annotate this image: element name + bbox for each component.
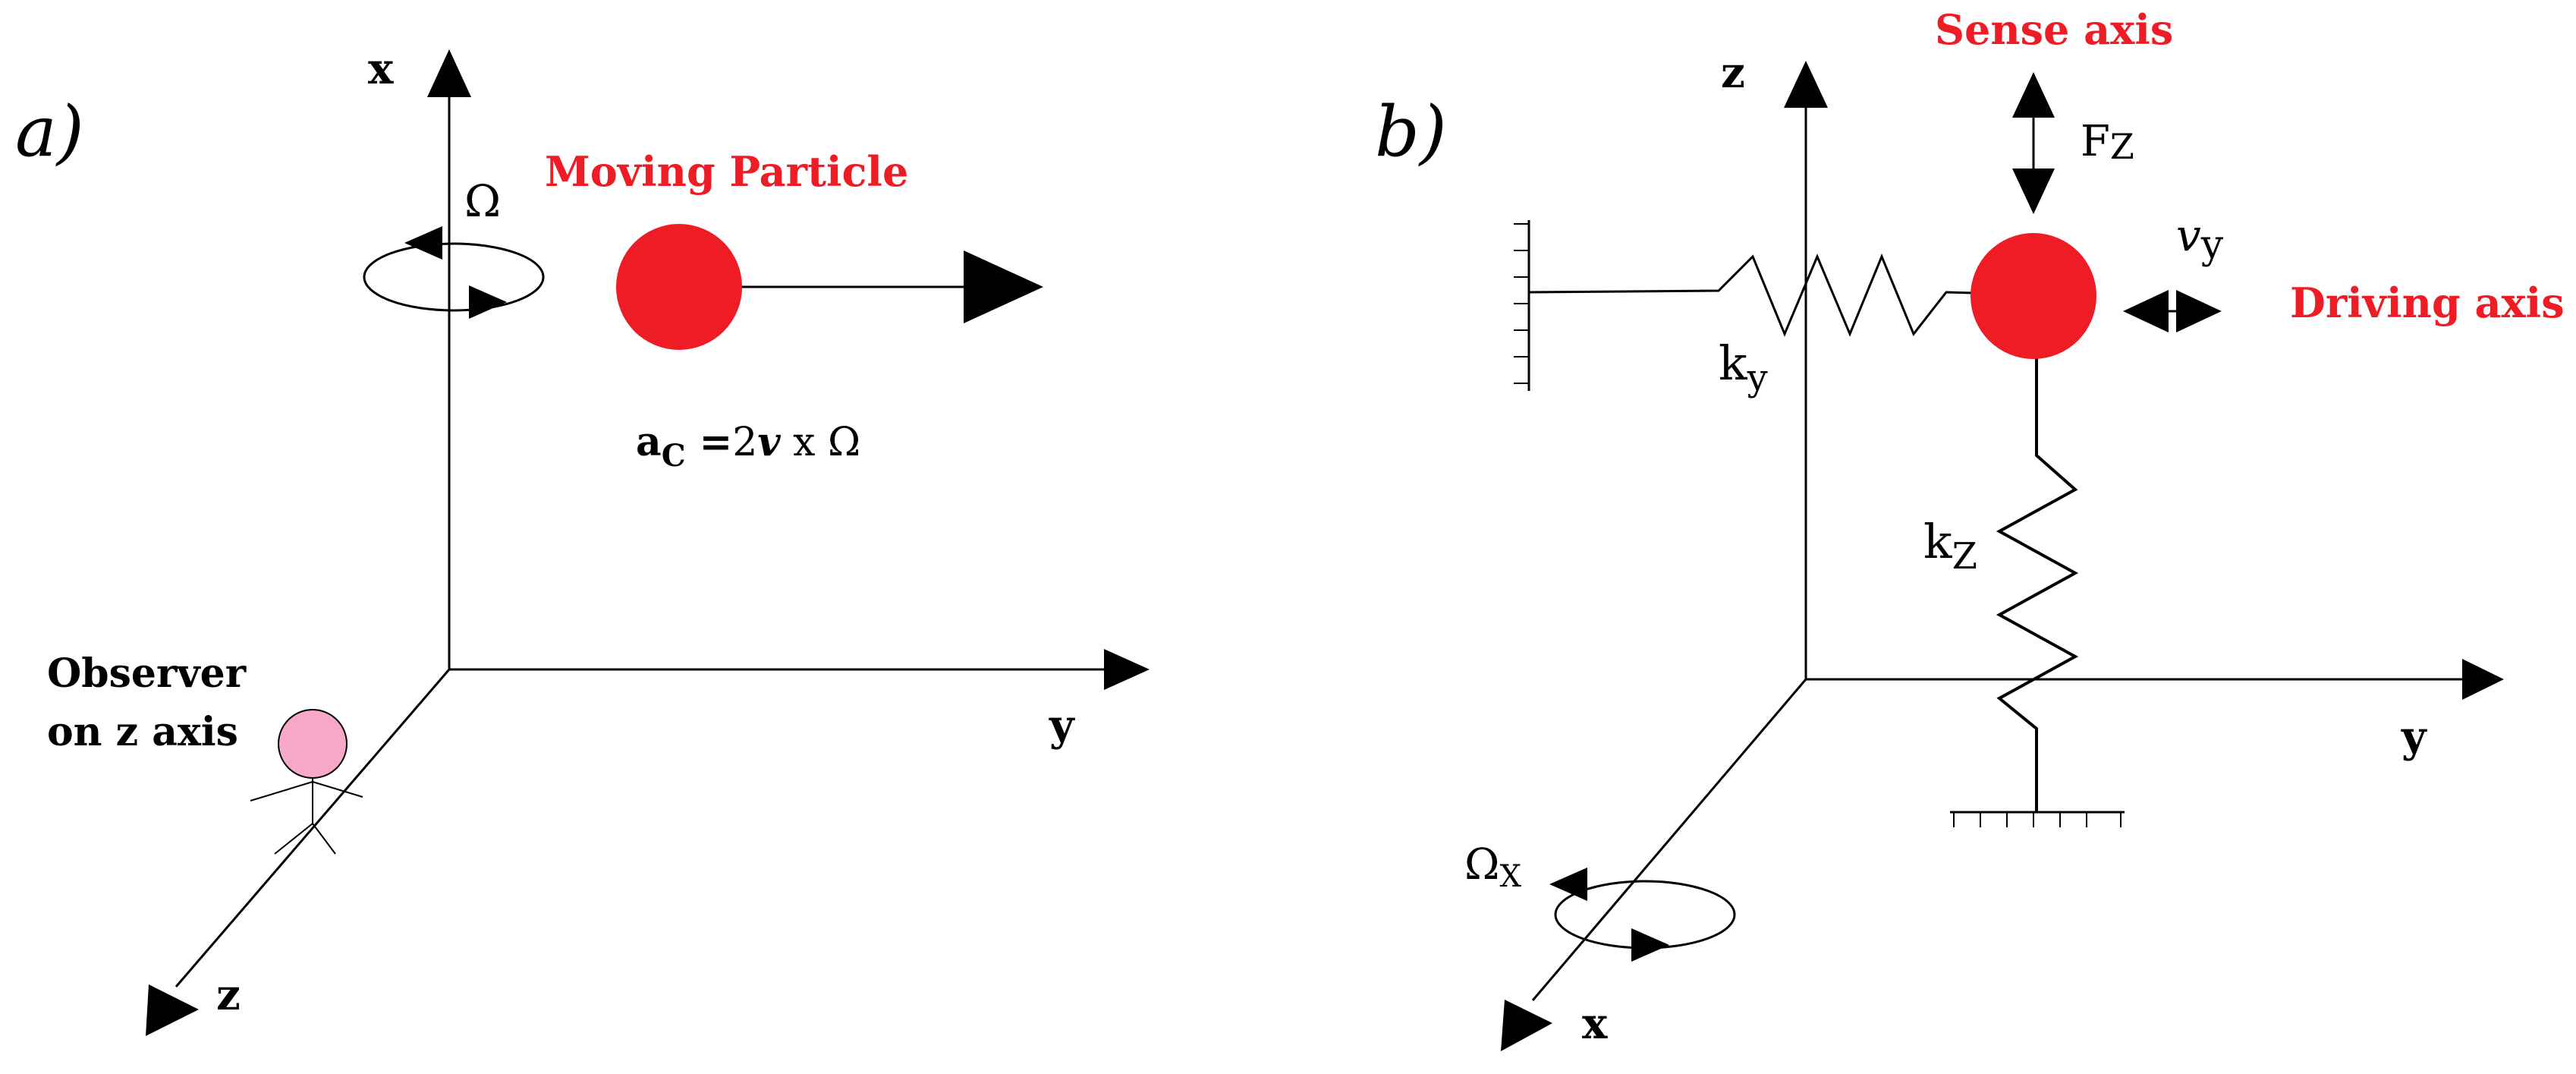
observer-label-line1: Observer bbox=[47, 650, 247, 697]
panel-b-rotation-arrow-right bbox=[1631, 928, 1669, 962]
ky-label: ky bbox=[1719, 335, 1768, 399]
formula-subscript: C bbox=[662, 438, 686, 474]
panel-b-z-axis-label: z bbox=[1721, 48, 1745, 98]
driving-axis-label: Driving axis bbox=[2290, 279, 2565, 327]
panel-a-z-axis-label: z bbox=[216, 970, 241, 1020]
panel-a-z-axis-arrowhead bbox=[146, 984, 199, 1036]
ky-main: k bbox=[1719, 335, 1747, 391]
panel-b-z-axis-arrowhead bbox=[1784, 61, 1828, 108]
kz-label: kZ bbox=[1923, 514, 1977, 578]
panel-a-rotation-arrow-right bbox=[469, 285, 507, 319]
formula-two: 2 bbox=[732, 420, 757, 465]
panel-a-x-axis-label: x bbox=[368, 44, 394, 94]
panel-a: a) x y z Ω Moving Particle aC =2v x Ω Ob… bbox=[15, 44, 1150, 1036]
panel-a-rotation-ellipse bbox=[363, 242, 545, 312]
observer-leg-left bbox=[274, 823, 313, 855]
y-spring bbox=[1528, 254, 1989, 337]
panel-a-label: a) bbox=[15, 91, 84, 172]
proof-mass bbox=[1971, 233, 2096, 359]
sense-axis-label: Sense axis bbox=[1935, 5, 2173, 54]
panel-a-z-axis bbox=[175, 669, 451, 987]
driving-axis-arrowhead-right bbox=[2176, 290, 2222, 332]
z-spring bbox=[1996, 311, 2079, 812]
moving-particle bbox=[616, 224, 742, 350]
panel-b: b) z y x ΩX bbox=[1375, 5, 2565, 1051]
formula-a: a bbox=[636, 419, 662, 465]
observer-label-line2: on z axis bbox=[47, 709, 238, 755]
coriolis-formula: aC =2v x Ω bbox=[636, 419, 860, 474]
panel-a-y-axis-arrowhead bbox=[1104, 649, 1150, 690]
panel-b-x-axis-arrowhead bbox=[1501, 1000, 1552, 1051]
y-spring-wall bbox=[1514, 220, 1530, 391]
moving-particle-label: Moving Particle bbox=[545, 147, 908, 196]
observer-arm-right bbox=[312, 781, 363, 798]
panel-b-y-axis-arrowhead bbox=[2462, 659, 2504, 700]
sense-axis-arrowhead-up bbox=[2012, 72, 2055, 118]
omega-x-main: Ω bbox=[1464, 840, 1499, 890]
sense-axis-arrowhead-down bbox=[2012, 169, 2055, 214]
observer-leg-right bbox=[312, 823, 336, 855]
panel-a-omega-label: Ω bbox=[464, 175, 501, 227]
vy-label: vy bbox=[2176, 209, 2224, 268]
vy-sub: y bbox=[2200, 222, 2224, 268]
z-spring-ground bbox=[1950, 811, 2125, 827]
fz-label: FZ bbox=[2081, 117, 2134, 167]
panel-b-x-axis-label: x bbox=[1582, 999, 1608, 1049]
particle-velocity-arrowhead bbox=[964, 250, 1043, 323]
omega-x-label: ΩX bbox=[1464, 840, 1521, 894]
observer-figure bbox=[250, 709, 363, 855]
panel-b-y-axis-label: y bbox=[2401, 712, 2427, 762]
fz-main: F bbox=[2081, 117, 2110, 166]
formula-omega: Ω bbox=[828, 420, 860, 465]
observer-arm-left bbox=[250, 781, 313, 802]
omega-x-sub: X bbox=[1499, 859, 1521, 894]
panel-a-y-axis-label: y bbox=[1049, 701, 1075, 751]
panel-a-x-axis-arrowhead bbox=[427, 49, 471, 97]
panel-b-label: b) bbox=[1375, 91, 1447, 172]
formula-times: x bbox=[781, 420, 828, 465]
kz-main: k bbox=[1923, 514, 1952, 569]
panel-b-x-axis bbox=[1531, 679, 1807, 1001]
formula-v: v bbox=[757, 419, 781, 465]
driving-axis-arrowhead-left bbox=[2123, 290, 2169, 332]
ky-sub: y bbox=[1747, 357, 1768, 399]
panel-a-rotation-arrow-left bbox=[404, 226, 442, 260]
kz-sub: Z bbox=[1952, 535, 1977, 578]
vy-main: v bbox=[2176, 209, 2201, 261]
formula-equals: = bbox=[686, 419, 733, 465]
observer-head bbox=[278, 709, 348, 779]
fz-sub: Z bbox=[2110, 126, 2134, 167]
panel-b-rotation-arrow-left bbox=[1549, 868, 1587, 901]
